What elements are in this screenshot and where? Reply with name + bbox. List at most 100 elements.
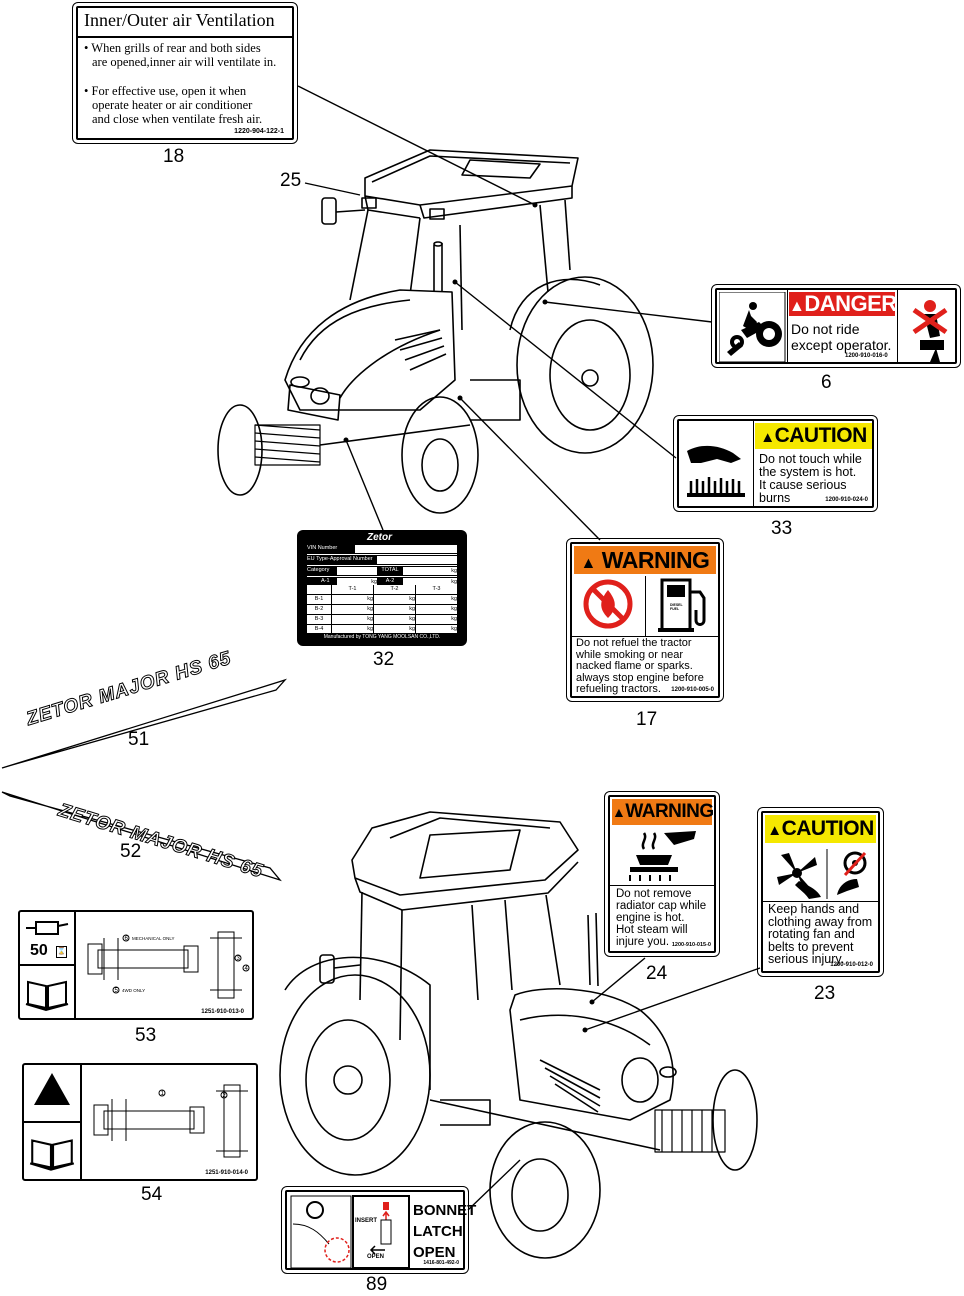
label-24-text: engine is hot. bbox=[616, 912, 685, 924]
label-53-mark: 5 bbox=[115, 988, 119, 994]
label-23-text: Keep hands and bbox=[768, 902, 860, 916]
no-passenger-icon bbox=[912, 300, 948, 362]
label-32-row-label: VIN Number bbox=[307, 545, 338, 551]
label-54-code: 1251-910-014-0 bbox=[205, 1170, 248, 1176]
label-33-code: 1200-910-024-0 bbox=[825, 497, 868, 503]
label-89-text: BONNET bbox=[413, 1202, 477, 1219]
label-18-text: operate heater or air conditioner bbox=[92, 98, 253, 112]
label-89-frame bbox=[281, 1186, 469, 1274]
tractor-rider-icon bbox=[719, 292, 786, 363]
label-32-unit: kg bbox=[451, 596, 457, 602]
label-24-header-text: WARNING bbox=[625, 801, 714, 822]
ref-number-6: 6 bbox=[821, 372, 832, 393]
label-23-header: ▲CAUTION bbox=[765, 815, 876, 843]
label-32-brow: B-2 bbox=[307, 605, 332, 614]
label-17-header: ▲ WARNING bbox=[574, 546, 716, 574]
ref-number-52: 52 bbox=[120, 841, 142, 862]
label-18-text: For effective use, open it when bbox=[91, 84, 247, 98]
label-32-unit: kg bbox=[403, 578, 457, 586]
label-32-col: T-3 bbox=[432, 586, 441, 592]
label-23-caution: ▲CAUTION Keep hands and clothing away fr… bbox=[761, 811, 880, 973]
warning-triangle-icon: ▲ bbox=[760, 429, 775, 446]
label-33-text: It cause serious bbox=[759, 478, 847, 492]
label-54-mark: 2 bbox=[223, 1093, 227, 1099]
label-17-code: 1200-910-005-0 bbox=[671, 687, 714, 693]
label-33-caution: ▲CAUTION Do not touch while the system i… bbox=[677, 419, 874, 508]
label-24-text: injure you. bbox=[616, 936, 670, 948]
label-17-text: while smoking or near bbox=[576, 648, 683, 661]
label-32-unit: kg bbox=[374, 615, 416, 624]
label-32-brow: B-1 bbox=[307, 595, 332, 604]
label-32-unit: kg bbox=[332, 595, 374, 604]
label-32-unit: kg bbox=[337, 578, 377, 586]
label-54-mark: 1 bbox=[161, 1091, 165, 1097]
label-6-header-text: DANGER bbox=[804, 291, 897, 316]
label-17-warning: ▲ WARNING DIESEL FUEL Do not refuel the … bbox=[570, 542, 720, 698]
label-23-text: clothing away from bbox=[768, 914, 873, 929]
label-89-insert: INSERT bbox=[355, 1218, 378, 1224]
label-32-brow: B-3 bbox=[307, 615, 332, 624]
label-32-plate: Zetor VIN Number EU Type-Approval Number… bbox=[297, 530, 467, 646]
hot-surface-hand-icon bbox=[687, 445, 745, 497]
warning-triangle-icon: ▲ bbox=[580, 555, 597, 572]
label-24-text: radiator cap while bbox=[616, 900, 707, 912]
label-32-row-label: Category bbox=[307, 567, 330, 573]
label-53-greasing: 50 ⌛ 6 MECHANICAL ONLY 5 4WD ONLY 3 4 12… bbox=[18, 910, 254, 1020]
label-53-mark: 6 bbox=[125, 936, 129, 942]
ref-number-24: 24 bbox=[646, 963, 668, 984]
label-24-text: Hot steam will bbox=[616, 924, 688, 936]
warning-triangle-icon: ▲ bbox=[789, 298, 805, 315]
label-6-danger: ▲DANGER Do not ride except operator. 120… bbox=[715, 288, 957, 364]
label-17-text: Do not refuel the tractor bbox=[576, 637, 692, 649]
label-32-unit: kg bbox=[332, 605, 374, 614]
label-17-text: refueling tractors. bbox=[576, 683, 661, 695]
label-89-open-small: OPEN bbox=[367, 1254, 385, 1260]
bonnet-latch-icon bbox=[290, 1195, 410, 1269]
label-32-unit: kg bbox=[374, 595, 416, 604]
label-32-unit: kg bbox=[451, 616, 457, 622]
radiator-steam-icon bbox=[629, 831, 696, 881]
fan-belt-hand-icon bbox=[777, 849, 867, 899]
ref-number-17: 17 bbox=[636, 709, 658, 730]
leader-lines bbox=[297, 85, 761, 1211]
label-33-header: ▲CAUTION bbox=[755, 423, 872, 449]
label-53-hours: 50 bbox=[30, 942, 48, 959]
label-17-pump-text: DIESEL FUEL bbox=[670, 603, 683, 611]
label-33-text: the system is hot. bbox=[759, 465, 857, 479]
label-53-mark: 3 bbox=[237, 956, 241, 962]
label-17-text: always stop engine before bbox=[576, 671, 704, 684]
label-18-ventilation: Inner/Outer air Ventilation • When grill… bbox=[76, 6, 294, 140]
label-18-bullet-1: • When grills of rear and both sides are… bbox=[84, 41, 277, 69]
label-6-text: Do not ride bbox=[791, 321, 860, 337]
label-23-text: rotating fan and bbox=[768, 927, 855, 941]
ref-number-23: 23 bbox=[814, 983, 836, 1004]
label-32-unit: kg bbox=[332, 625, 374, 634]
label-53-4wd: 4WD ONLY bbox=[122, 988, 145, 993]
label-32-row-label: EU Type-Approval Number bbox=[307, 556, 373, 562]
ref-number-51: 51 bbox=[128, 729, 150, 750]
label-89-code: 1416-801-492-0 bbox=[423, 1260, 459, 1266]
label-32-unit: kg bbox=[332, 615, 374, 624]
manual-book-icon bbox=[25, 980, 69, 1012]
label-18-title: Inner/Outer air Ventilation bbox=[84, 10, 275, 30]
label-24-warning: ▲WARNING Do not remove radiator cap whil… bbox=[608, 795, 716, 953]
label-6-text: except operator. bbox=[791, 337, 892, 353]
ref-number-18: 18 bbox=[163, 146, 185, 167]
label-32-total: TOTAL bbox=[381, 567, 399, 573]
label-32-unit: kg bbox=[374, 605, 416, 614]
label-32-brow: B-4 bbox=[307, 625, 332, 634]
label-18-divider bbox=[78, 36, 292, 38]
label-32-footer: Manufactured by TONG YANG MOOLSAN CO.,LT… bbox=[323, 634, 441, 640]
label-17-header-text: WARNING bbox=[601, 547, 710, 573]
label-23-header-text: CAUTION bbox=[781, 817, 875, 840]
label-23-frame bbox=[757, 807, 884, 977]
label-32-axle: A-2 bbox=[385, 578, 395, 584]
fuel-pump-icon bbox=[658, 578, 706, 632]
label-32-brand: Zetor bbox=[367, 532, 392, 543]
manual-book-icon bbox=[29, 1139, 75, 1171]
label-33-text: burns bbox=[759, 491, 791, 505]
ref-number-32: 32 bbox=[373, 649, 395, 670]
label-6-header: ▲DANGER bbox=[789, 291, 897, 316]
